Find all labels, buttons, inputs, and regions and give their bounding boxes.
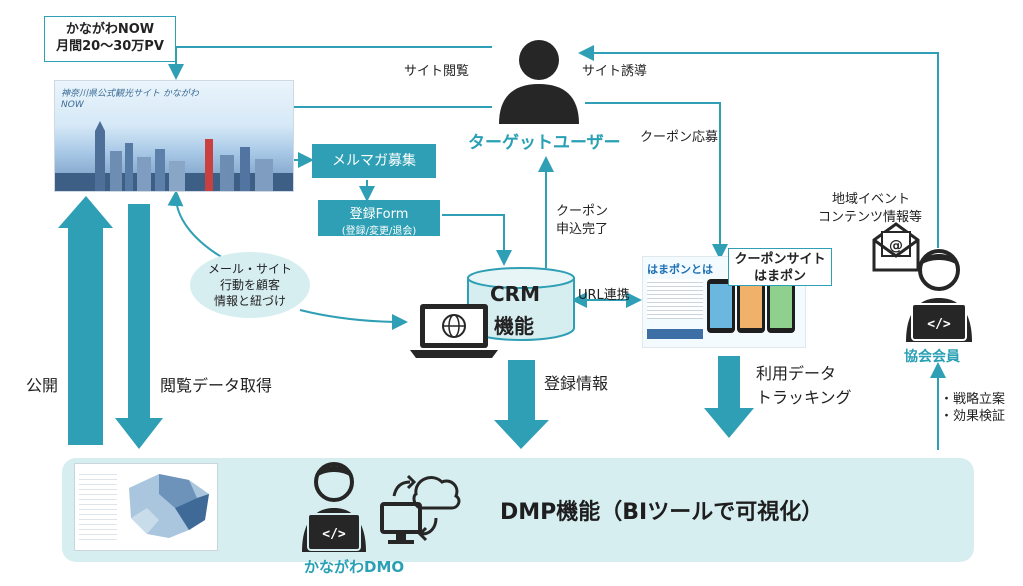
coupon-done-label-1: クーポン [556, 204, 609, 219]
view-data-label: 閲覧データ取得 [160, 376, 273, 395]
publish-arrow [68, 228, 103, 445]
coupon-apply-label: クーポン応募 [640, 130, 719, 145]
kanagawa-now-site-screenshot[interactable]: 神奈川県公式観光サイト かながわNOW [54, 80, 294, 192]
dmo-coder-icon: </> [302, 462, 366, 552]
mailmag-box[interactable]: メルマガ募集 [312, 144, 436, 178]
kanagawa-now-pv: 月間20～30万PV [56, 39, 164, 54]
registration-form-title: 登録Form [349, 207, 409, 222]
city-skyline-image [55, 121, 293, 191]
coupon-site-title: クーポンサイト [734, 252, 826, 267]
svg-text:</>: </> [927, 317, 951, 332]
target-user-label: ターゲットユーザー [468, 133, 621, 153]
register-info-label: 登録情報 [544, 374, 609, 393]
site-logo: 神奈川県公式観光サイト かながわNOW [61, 89, 199, 110]
usage-arrow [718, 356, 740, 408]
svg-text:@: @ [889, 238, 903, 254]
publish-label: 公開 [26, 376, 59, 395]
member-label: 協会会員 [904, 349, 960, 365]
regional-events-label-1: 地域イベント [832, 192, 911, 207]
kanagawa-now-title: かながわNOW [65, 22, 155, 37]
site-view-label: サイト閲覧 [404, 64, 470, 79]
coupon-site-box: クーポンサイト はまポン [728, 248, 832, 286]
coupon-site-name: はまポン [753, 269, 806, 284]
view-data-arrow [128, 204, 150, 418]
dmp-title: DMP機能（BIツールで可視化） [500, 500, 824, 525]
usage-data-label-2: トラッキング [756, 388, 852, 407]
usage-data-label-1: 利用データ [756, 364, 837, 383]
crm-title: CRM [490, 282, 540, 306]
kanagawa-now-box: かながわNOW 月間20～30万PV [44, 16, 176, 62]
strategy-label-1: ・戦略立案 [940, 392, 1006, 407]
laptop-globe-icon [410, 304, 498, 358]
email-icon: @ [872, 222, 920, 272]
bubble-line-2: 行動を顧客 [219, 278, 280, 292]
svg-text:</>: </> [322, 527, 346, 542]
crm-subtitle: 機能 [494, 314, 534, 338]
target-user-icon [499, 40, 579, 124]
dmo-label: かながわDMO [304, 558, 405, 576]
cloud-sync-icon [380, 474, 461, 544]
registration-form-box[interactable]: 登録Form (登録/変更/退会) [318, 200, 440, 237]
site-induce-label: サイト誘導 [582, 64, 648, 79]
url-link-label: URL連携 [578, 288, 630, 303]
link-behavior-bubble: メール・サイト 行動を顧客 情報と紐づけ [190, 252, 310, 318]
crm-database-icon [467, 267, 575, 341]
bi-dashboard-map-thumbnail[interactable] [74, 463, 218, 551]
member-coder-icon: </> [906, 249, 972, 342]
bubble-line-3: 情報と紐づけ [213, 294, 286, 308]
hamapon-logo: はまポンとは [647, 263, 713, 276]
regional-events-label-2: コンテンツ情報等 [818, 210, 923, 225]
strategy-label-2: ・効果検証 [940, 409, 1006, 424]
registration-form-sub: (登録/変更/退会) [341, 226, 417, 237]
coupon-done-label-2: 申込完了 [556, 222, 609, 237]
bubble-line-1: メール・サイト [207, 262, 292, 276]
register-arrow [508, 360, 535, 420]
